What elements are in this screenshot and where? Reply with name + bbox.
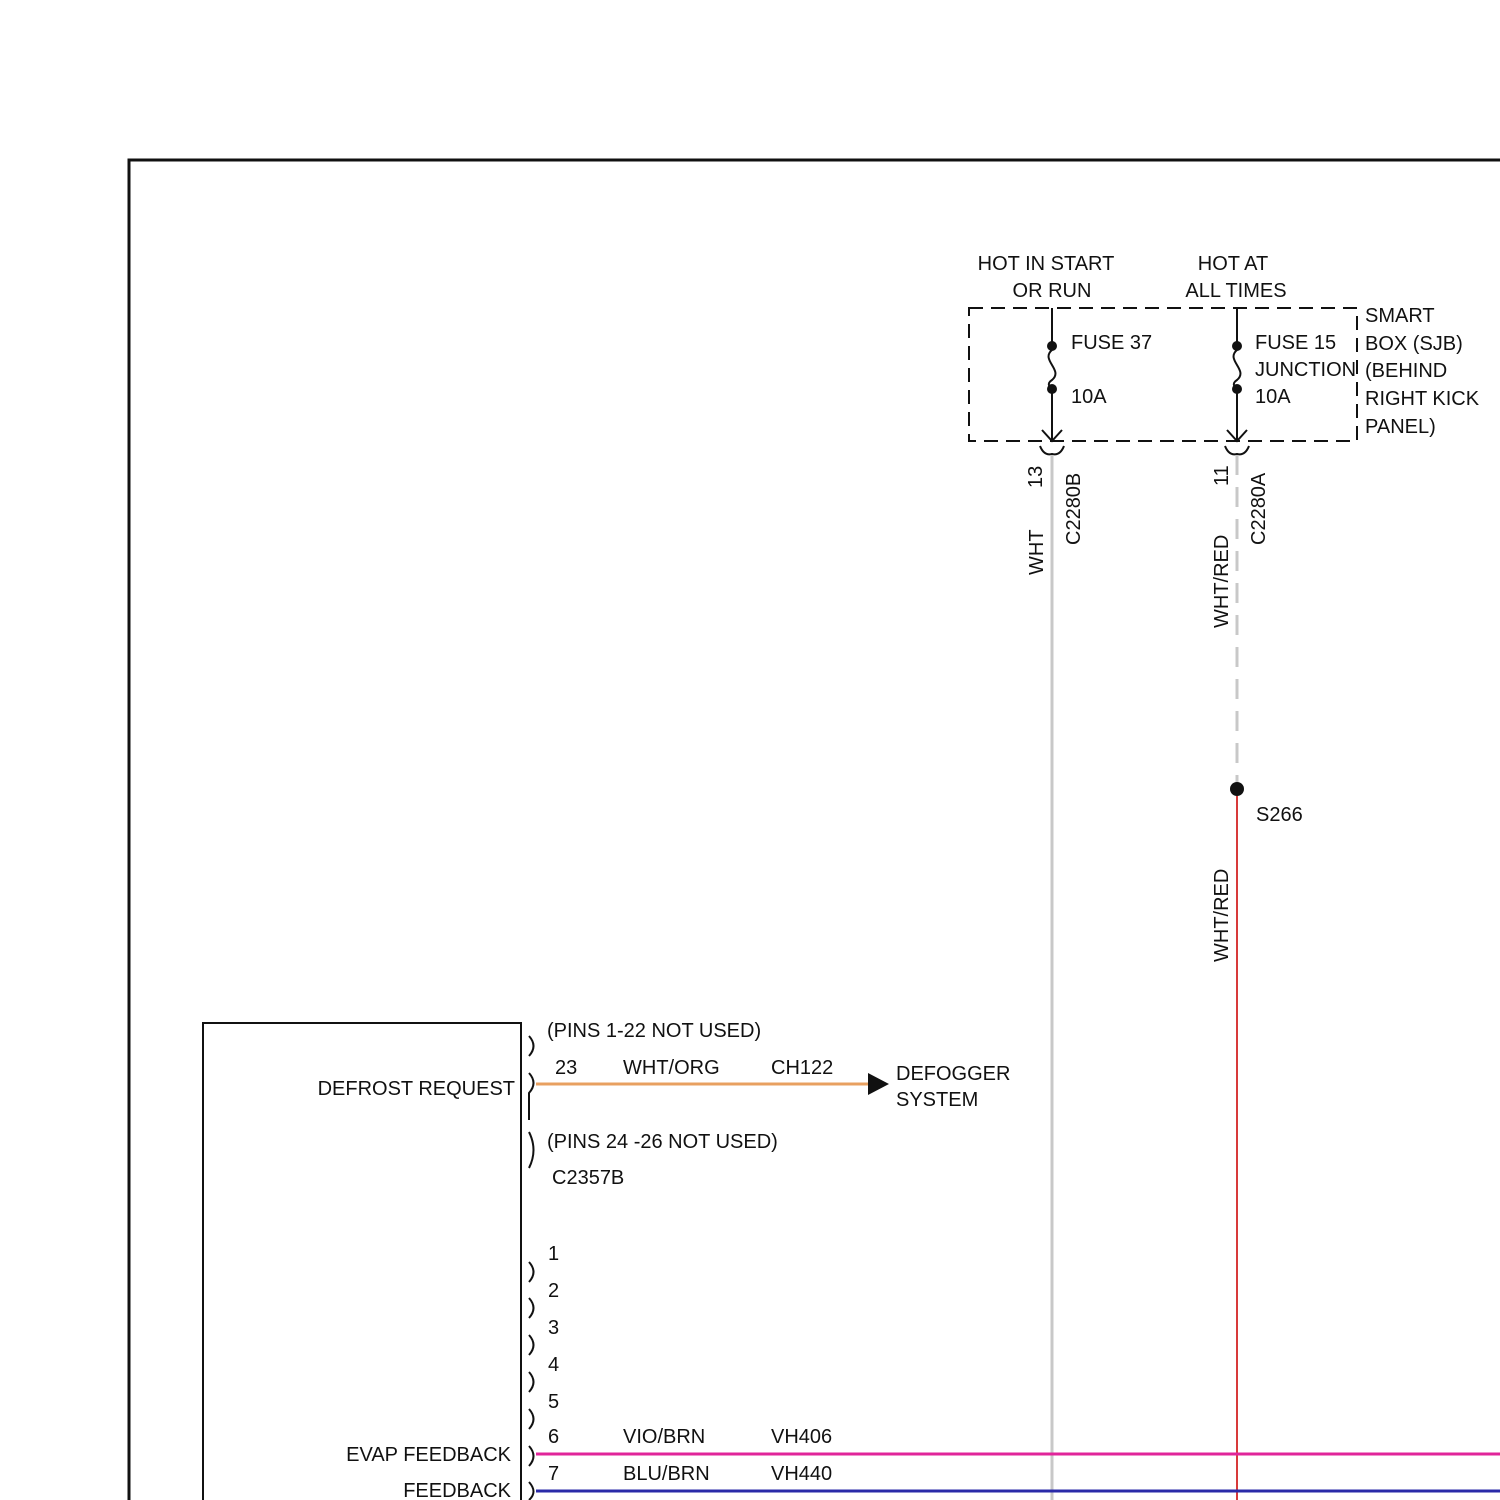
pin-4-number: 4: [548, 1354, 559, 1376]
pin-23-bracket: [529, 1073, 534, 1120]
pin-3-number: 3: [548, 1317, 559, 1339]
splice-s266: [1230, 782, 1244, 796]
wire-wht-red-lower-label: WHT/RED: [1211, 869, 1233, 962]
connector-c2280a-symbol: [1225, 446, 1249, 454]
sjb-label-3: (BEHIND: [1365, 360, 1447, 382]
pin-23-number: 23: [555, 1057, 577, 1079]
wire-wht-red-upper-label: WHT/RED: [1211, 535, 1233, 628]
connector-c2280b-symbol: [1040, 446, 1064, 454]
fuse-15: [1227, 308, 1247, 441]
fuse-15-name: FUSE 15: [1255, 332, 1336, 354]
pin-bracket-top: [529, 1036, 534, 1056]
wire-vio-brn-label: VIO/BRN: [623, 1426, 705, 1448]
hot-all-times-label-2: ALL TIMES: [1185, 280, 1286, 302]
pins-not-used-note-1: (PINS 1-22 NOT USED): [547, 1020, 761, 1042]
c2280a-pin: 11: [1211, 465, 1233, 486]
evap-feedback-label: EVAP FEEDBACK: [346, 1444, 512, 1466]
circuit-vh440-label: VH440: [771, 1463, 832, 1485]
hot-start-run-label-1: HOT IN START: [978, 253, 1115, 275]
fuse-37: [1042, 308, 1062, 441]
pins-not-used-note-2: (PINS 24 -26 NOT USED): [547, 1131, 778, 1153]
pin-bracket-lower: [529, 1132, 534, 1168]
pin-stack: [529, 1262, 534, 1500]
defogger-arrow-icon: [868, 1073, 889, 1095]
pin-6-number: 6: [548, 1426, 559, 1448]
sjb-junction-label: JUNCTION: [1255, 359, 1356, 381]
pin-2-number: 2: [548, 1280, 559, 1302]
wire-wht-org-label: WHT/ORG: [623, 1057, 720, 1079]
c2280a-name: C2280A: [1248, 472, 1270, 545]
wire-wht-label: WHT: [1026, 529, 1048, 575]
connector-c2357b-label: C2357B: [552, 1167, 624, 1189]
defrost-request-label: DEFROST REQUEST: [318, 1078, 515, 1100]
sjb-label-4: RIGHT KICK: [1365, 388, 1480, 410]
circuit-ch122-label: CH122: [771, 1057, 833, 1079]
sjb-label-1: SMART: [1365, 305, 1435, 327]
fuse-37-name: FUSE 37: [1071, 332, 1152, 354]
pin-5-number: 5: [548, 1391, 559, 1413]
wire-blu-brn-label: BLU/BRN: [623, 1463, 710, 1485]
hot-start-run-label-2: OR RUN: [1013, 280, 1092, 302]
sjb-label-5: PANEL): [1365, 416, 1436, 438]
sjb-label-2: BOX (SJB): [1365, 333, 1463, 355]
c2280b-pin: 13: [1025, 466, 1047, 488]
pin-7-number: 7: [548, 1463, 559, 1485]
defogger-label-1: DEFOGGER: [896, 1063, 1010, 1085]
pin-1-number: 1: [548, 1243, 559, 1265]
splice-s266-label: S266: [1256, 804, 1303, 826]
fuse-15-rating: 10A: [1255, 386, 1291, 408]
feedback-label: FEEDBACK: [403, 1480, 511, 1500]
fuse-37-rating: 10A: [1071, 386, 1107, 408]
c2280b-name: C2280B: [1063, 473, 1085, 545]
circuit-vh406-label: VH406: [771, 1426, 832, 1448]
hot-all-times-label-1: HOT AT: [1198, 253, 1268, 275]
defogger-label-2: SYSTEM: [896, 1089, 978, 1111]
